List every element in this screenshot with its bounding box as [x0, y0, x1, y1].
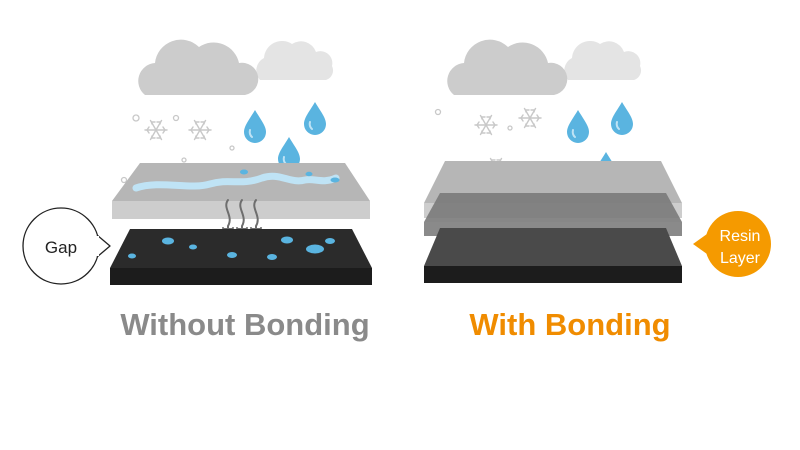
cloud-icon	[447, 39, 642, 95]
without-bonding-illustration: Gap	[22, 39, 372, 285]
display-panel-layer	[424, 228, 682, 283]
with-bonding-illustration: Resin Layer	[424, 39, 771, 283]
gap-label: Gap	[45, 238, 77, 257]
with-bonding-title: With Bonding	[469, 307, 671, 342]
air-bubbles	[120, 114, 235, 184]
resin-layer-callout: Resin Layer	[693, 211, 771, 277]
resin-label-line1: Resin	[720, 228, 761, 245]
cloud-icon	[138, 39, 334, 95]
without-bonding-title: Without Bonding	[120, 307, 370, 342]
raindrop-icon	[243, 101, 327, 171]
gap-callout: Gap	[22, 207, 111, 285]
display-panel-layer	[110, 229, 372, 285]
trapped-moisture-droplets	[128, 236, 335, 260]
resin-label-line2: Layer	[720, 250, 761, 267]
